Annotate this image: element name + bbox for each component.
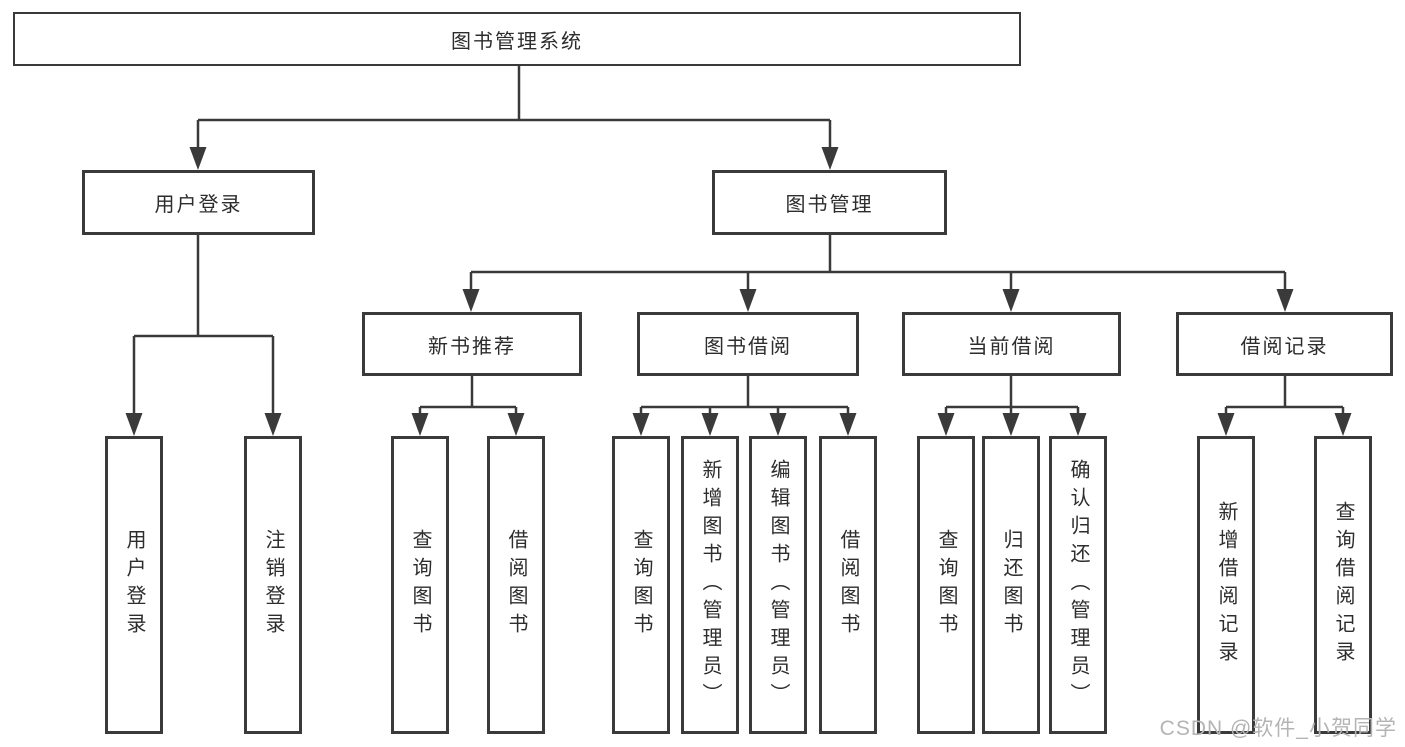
node-user-login: 用户登录 [82,170,315,235]
leaf-user-login: 用户登录 [105,436,163,734]
node-library-system: 图书管理系统 [13,12,1021,66]
leaf-logout: 注销登录 [244,436,302,734]
leaf-confirm-return-admin: 确认归还（管理员） [1049,436,1107,734]
node-new-book-recommend: 新书推荐 [362,312,582,376]
leaf-add-book-admin: 新增图书（管理员） [681,436,739,734]
leaf-borrow-books-borrowing: 借阅图书 [819,436,877,734]
node-current-borrowing: 当前借阅 [902,312,1121,376]
leaf-search-books-recommend: 查询图书 [391,436,449,734]
leaf-search-books-borrowing: 查询图书 [612,436,670,734]
leaf-search-books-current: 查询图书 [917,436,975,734]
leaf-return-books: 归还图书 [982,436,1040,734]
leaf-search-borrow-record: 查询借阅记录 [1314,436,1372,734]
node-borrowing-records: 借阅记录 [1176,312,1393,376]
leaf-borrow-books-recommend: 借阅图书 [487,436,545,734]
node-book-borrowing: 图书借阅 [637,312,859,376]
leaf-add-borrow-record: 新增借阅记录 [1197,436,1255,734]
leaf-edit-book-admin: 编辑图书（管理员） [749,436,807,734]
node-book-management: 图书管理 [712,170,947,235]
csdn-watermark: CSDN @软件_小贺同学 [1159,717,1397,740]
